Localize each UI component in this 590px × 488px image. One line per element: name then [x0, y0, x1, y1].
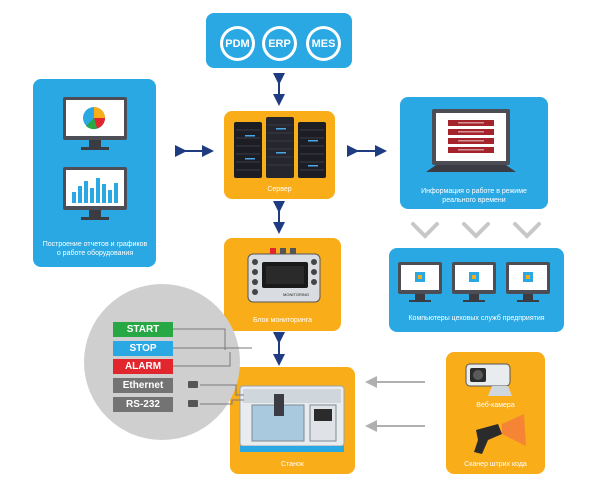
mes-label: MES: [309, 29, 338, 58]
scanner-label: Сканер штрих кода: [464, 461, 527, 468]
pdm-badge: PDM: [220, 26, 255, 61]
signal-ethernet: Ethernet: [113, 378, 173, 393]
erp-badge: ERP: [262, 26, 297, 61]
signal-rs232: RS-232: [113, 397, 173, 412]
reports-box: [33, 79, 156, 267]
signal-stop: STOP: [113, 341, 173, 356]
workstations-label: Компьютеры цеховых служб предприятия: [408, 315, 545, 322]
pdm-label: PDM: [223, 29, 252, 58]
signal-alarm: ALARM: [113, 359, 173, 374]
realtime-label: Информация о работе в режиме реального в…: [421, 188, 527, 204]
mes-badge: MES: [306, 26, 341, 61]
reports-label: Построение отчетов и графиков о работе о…: [42, 241, 148, 257]
server-label: Сервер: [267, 186, 292, 193]
peripherals-box: [446, 352, 545, 474]
machine-box: [230, 367, 355, 474]
monitor-label: Блок мониторинга: [252, 317, 313, 324]
webcam-label: Веб-камера: [476, 402, 515, 409]
device-text: MONITORING: [283, 292, 309, 297]
signal-start: START: [113, 322, 173, 337]
machine-label: Станок: [281, 461, 304, 468]
erp-label: ERP: [265, 29, 294, 58]
